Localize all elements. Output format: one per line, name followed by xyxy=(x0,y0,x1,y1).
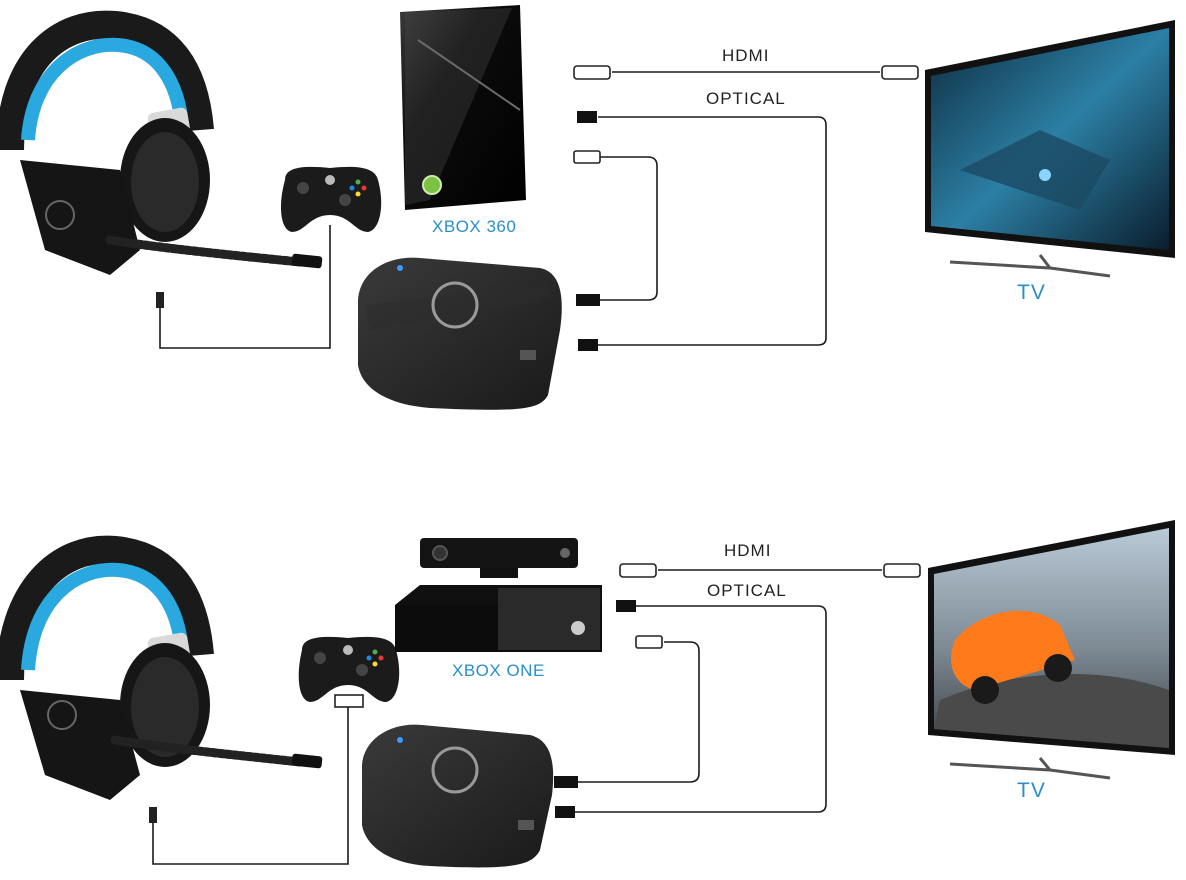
console-label: XBOX 360 xyxy=(432,217,517,236)
wireless-headset xyxy=(0,10,323,275)
usb-cable xyxy=(578,641,700,783)
connectors-bottom xyxy=(149,563,921,823)
tv-label: TV xyxy=(1017,779,1046,802)
tv-label: TV xyxy=(1017,281,1046,304)
tv xyxy=(925,20,1175,278)
optical-cable xyxy=(575,605,827,813)
xbox-controller xyxy=(280,166,382,232)
wireless-headset xyxy=(0,535,323,800)
optical-label: OPTICAL xyxy=(707,581,787,600)
optical-cable xyxy=(598,116,827,346)
cables-top xyxy=(159,71,880,349)
connectors-top xyxy=(156,65,919,351)
tv xyxy=(928,520,1175,780)
optical-label: OPTICAL xyxy=(706,89,786,108)
xbox-360-console-icon xyxy=(400,5,526,210)
cables-bottom xyxy=(152,569,882,865)
setup-xbox-one xyxy=(0,520,1175,868)
hdmi-label: HDMI xyxy=(724,541,772,560)
xbox-controller xyxy=(298,636,400,708)
usb-cable xyxy=(600,156,658,301)
transmitter-hub xyxy=(358,257,562,410)
transmitter-hub xyxy=(362,724,554,868)
audio-cable xyxy=(159,225,331,349)
xbox-one-console-icon xyxy=(395,538,602,652)
console-label: XBOX ONE xyxy=(452,661,545,680)
hdmi-label: HDMI xyxy=(722,46,770,65)
audio-cable xyxy=(152,707,349,865)
setup-xbox-360 xyxy=(0,5,1175,410)
